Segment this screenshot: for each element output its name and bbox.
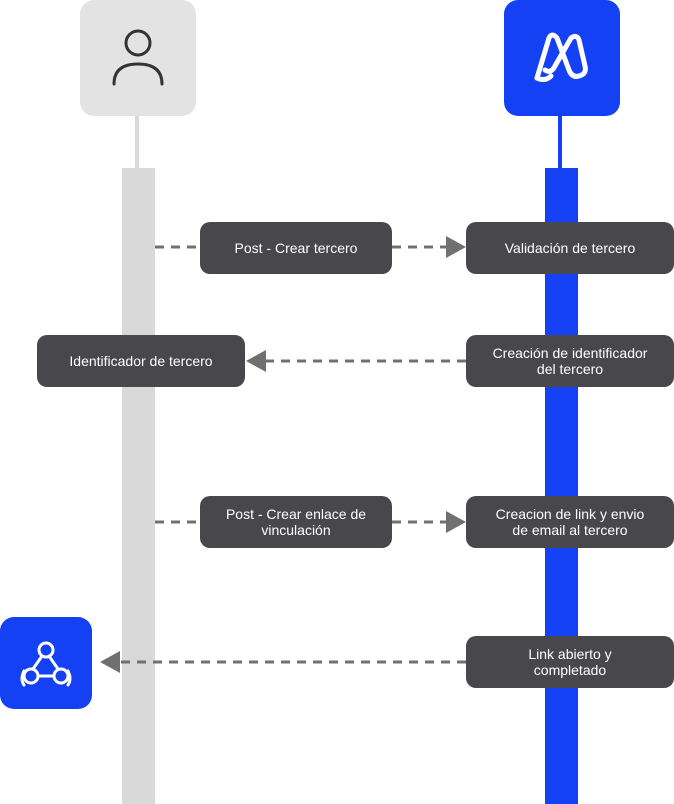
- arrowhead-creacion-link: [446, 511, 466, 533]
- message-validacion-tercero: Validación de tercero: [466, 222, 674, 274]
- arrowhead-validacion: [446, 236, 466, 258]
- app-actor: [504, 0, 620, 116]
- arrowhead-identificador: [246, 350, 266, 372]
- user-actor: [80, 0, 196, 116]
- message-post-crear-tercero: Post - Crear tercero: [200, 222, 392, 274]
- message-label: Link abierto y completado: [528, 646, 612, 678]
- user-lifeline-stem: [135, 112, 139, 168]
- app-lifeline-stem: [558, 112, 562, 168]
- app-lifeline: [545, 168, 578, 804]
- webhook-actor: [0, 617, 92, 709]
- arrowhead-webhook: [100, 651, 120, 673]
- message-label: Post - Crear tercero: [234, 240, 358, 256]
- message-label: Validación de tercero: [504, 240, 636, 256]
- message-label: Post - Crear enlace de vinculación: [225, 506, 367, 538]
- user-icon: [112, 29, 164, 86]
- user-lifeline: [122, 168, 155, 804]
- message-link-abierto: Link abierto y completado: [466, 636, 674, 688]
- message-creacion-link: Creacion de link y envio de email al ter…: [466, 496, 674, 548]
- message-label: Creacion de link y envio de email al ter…: [495, 506, 645, 538]
- webhook-icon: [20, 641, 72, 687]
- message-creacion-identificador: Creación de identificador del tercero: [466, 335, 674, 387]
- message-identificador-tercero: Identificador de tercero: [37, 335, 245, 387]
- message-post-crear-enlace: Post - Crear enlace de vinculación: [200, 496, 392, 548]
- message-label: Creación de identificador del tercero: [492, 345, 648, 377]
- message-label: Identificador de tercero: [69, 353, 213, 369]
- brand-logo-icon: [534, 32, 588, 83]
